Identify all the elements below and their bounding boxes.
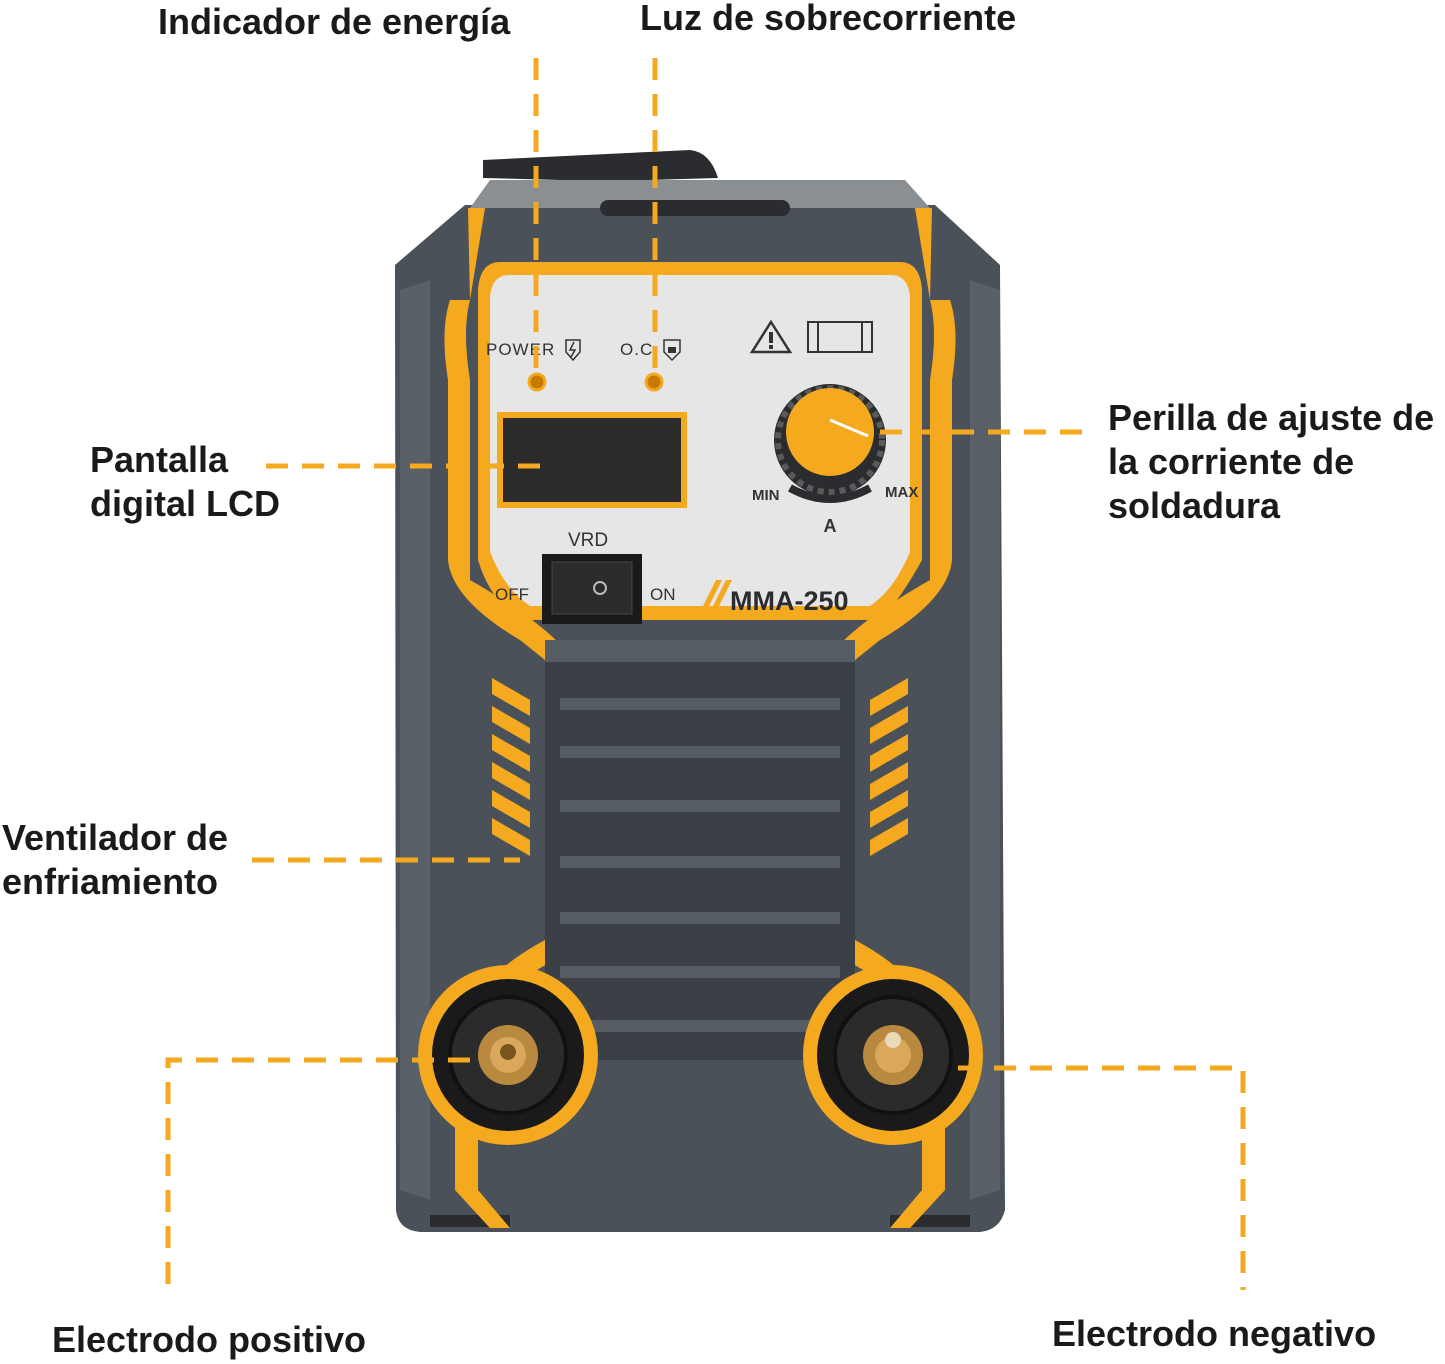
callout-line: enfriamiento bbox=[2, 861, 219, 902]
overcurrent-led bbox=[644, 372, 664, 392]
switch-on-label: ON bbox=[650, 585, 676, 604]
callout-line: Luz de sobrecorriente bbox=[640, 0, 1017, 38]
lightning-icon bbox=[565, 339, 581, 362]
knob-scale-arc bbox=[788, 484, 872, 503]
vrd-label: VRD bbox=[568, 530, 608, 551]
model-label: MMA-250 bbox=[730, 586, 849, 616]
leader-negative bbox=[958, 1065, 1246, 1290]
control-panel: POWER O.C bbox=[478, 262, 922, 624]
callout-line: Electrodo negativo bbox=[1052, 1313, 1377, 1354]
callout-line: Electrodo positivo bbox=[52, 1319, 367, 1360]
power-label: POWER bbox=[486, 340, 555, 359]
callout-line: Pantalla bbox=[90, 439, 229, 480]
callout-overcurrent-light: Luz de sobrecorriente bbox=[640, 0, 1016, 40]
left-vent-slats bbox=[492, 678, 530, 856]
switch-off-label: OFF bbox=[495, 585, 529, 604]
rectangle-symbol-icon bbox=[807, 321, 873, 353]
callout-line: soldadura bbox=[1108, 485, 1281, 526]
callout-power-indicator: Indicador de energía bbox=[158, 0, 510, 44]
warning-triangle-icon bbox=[749, 319, 793, 354]
power-indicator-led bbox=[527, 372, 547, 392]
callout-line: Indicador de energía bbox=[158, 1, 511, 42]
callout-negative-electrode: Electrodo negativo bbox=[1052, 1312, 1376, 1356]
callout-line: digital LCD bbox=[90, 483, 280, 524]
knob-max-label: MAX bbox=[885, 484, 918, 501]
knob-amp-label: A bbox=[824, 516, 837, 536]
callout-line: Ventilador de bbox=[2, 817, 229, 858]
callout-current-knob: Perilla de ajuste de la corriente de sol… bbox=[1108, 396, 1434, 528]
model-stripes-icon bbox=[700, 580, 732, 612]
callout-cooling-fan: Ventilador de enfriamiento bbox=[2, 816, 228, 904]
cooling-fan-grille bbox=[545, 640, 855, 1060]
right-vent-slats bbox=[870, 678, 908, 856]
callout-lcd-display: Pantalla digital LCD bbox=[90, 438, 280, 526]
knob-min-label: MIN bbox=[752, 487, 780, 504]
lock-icon bbox=[663, 339, 681, 362]
callout-line: la corriente de bbox=[1108, 441, 1355, 482]
leader-lines bbox=[165, 58, 1246, 1290]
callout-positive-electrode: Electrodo positivo bbox=[52, 1318, 366, 1362]
positive-terminal bbox=[418, 965, 598, 1145]
callout-line: Perilla de ajuste de bbox=[1108, 397, 1435, 438]
leader-positive bbox=[165, 1057, 470, 1290]
negative-terminal bbox=[803, 965, 983, 1145]
current-knob[interactable] bbox=[774, 384, 886, 496]
oc-label: O.C bbox=[620, 340, 653, 359]
